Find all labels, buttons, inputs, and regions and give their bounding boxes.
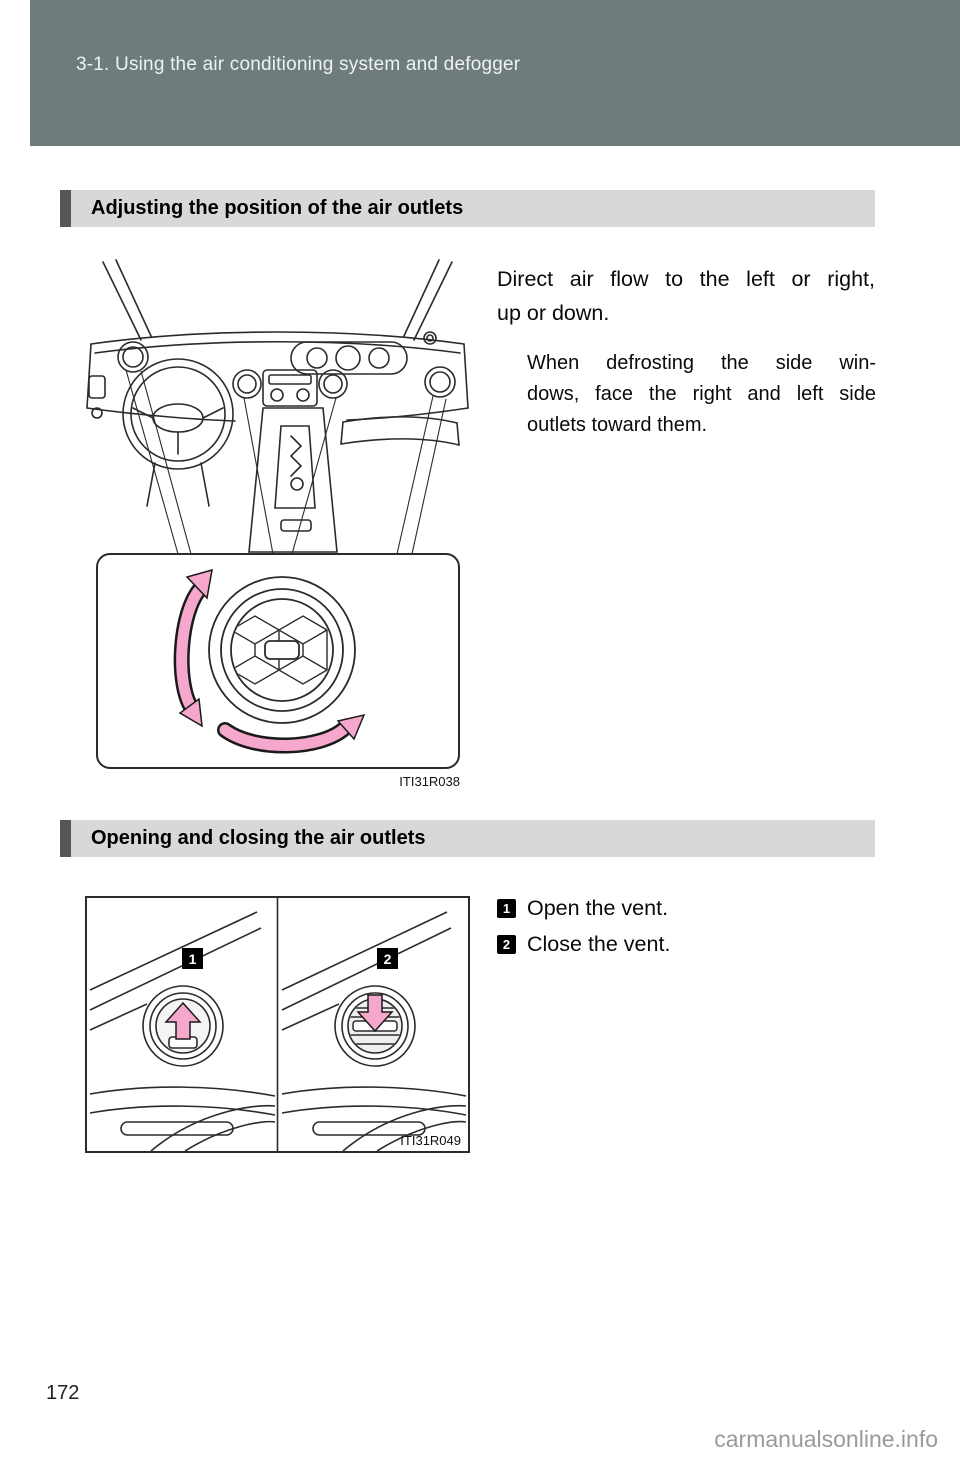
- steering-wheel: [122, 358, 234, 470]
- body-line: Direct air flow to the left or right,: [497, 267, 875, 291]
- right-side-vent: [424, 366, 456, 398]
- rotate-left-right-arrow-icon: [217, 713, 366, 754]
- magnified-vent: [208, 576, 356, 724]
- chapter-header-band: 3-1. Using the air conditioning system a…: [30, 0, 960, 146]
- watermark-text: carmanualsonline.info: [714, 1426, 938, 1452]
- audio-head-unit: [262, 369, 318, 407]
- dashboard-vents-figure: ITI31R038: [85, 258, 470, 793]
- item-label: Close the vent.: [527, 932, 671, 956]
- vent-center-knob: [264, 640, 300, 660]
- figure-code-label: ITI31R038: [399, 774, 460, 789]
- instrument-cluster: [290, 341, 408, 375]
- section1-body-text: Direct air flow to the left or right, up…: [497, 262, 875, 330]
- figure-badge-2: 2: [377, 948, 398, 969]
- dashboard-illustration: [86, 259, 469, 769]
- left-side-vent: [117, 341, 149, 373]
- section-heading-adjusting: Adjusting the position of the air outlet…: [60, 190, 875, 227]
- center-console: [248, 407, 338, 553]
- vent-grille-mesh: [232, 615, 328, 685]
- callout-lines: [125, 369, 447, 555]
- section-title: Opening and closing the air outlets: [91, 827, 426, 849]
- section-accent-block: [60, 190, 71, 227]
- note-line: dows, face the right and left side: [527, 383, 876, 405]
- dashboard-line-art: [86, 259, 469, 553]
- section-title: Adjusting the position of the air outlet…: [91, 197, 464, 219]
- list-item-close-vent: 2 Close the vent.: [497, 932, 670, 957]
- center-right-vent: [318, 369, 348, 399]
- figure-code-label: ITI31R049: [400, 1133, 461, 1148]
- close-arrow-icon: [356, 994, 394, 1033]
- section-heading-opening-closing: Opening and closing the air outlets: [60, 820, 875, 857]
- note-line: When defrosting the side win-: [527, 352, 876, 374]
- list-item-open-vent: 1 Open the vent.: [497, 896, 668, 921]
- chapter-title: 3-1. Using the air conditioning system a…: [76, 54, 521, 75]
- rotate-up-down-arrow-icon: [173, 568, 213, 728]
- open-close-vents-figure: 1 2 ITI31R049: [85, 896, 470, 1153]
- section1-note-text: When defrosting the side win- dows, face…: [527, 348, 876, 441]
- open-close-illustration: [89, 898, 467, 1152]
- item-label: Open the vent.: [527, 896, 669, 920]
- note-line: outlets toward them.: [527, 414, 708, 436]
- magnified-vent-box: [96, 553, 460, 769]
- figure-badge-1: 1: [182, 948, 203, 969]
- item-number-badge: 1: [497, 899, 516, 918]
- section-accent-block: [60, 820, 71, 857]
- item-number-badge: 2: [497, 935, 516, 954]
- body-line: up or down.: [497, 301, 610, 325]
- center-left-vent: [232, 369, 262, 399]
- page-number: 172: [46, 1382, 80, 1404]
- open-arrow-icon: [164, 1001, 202, 1040]
